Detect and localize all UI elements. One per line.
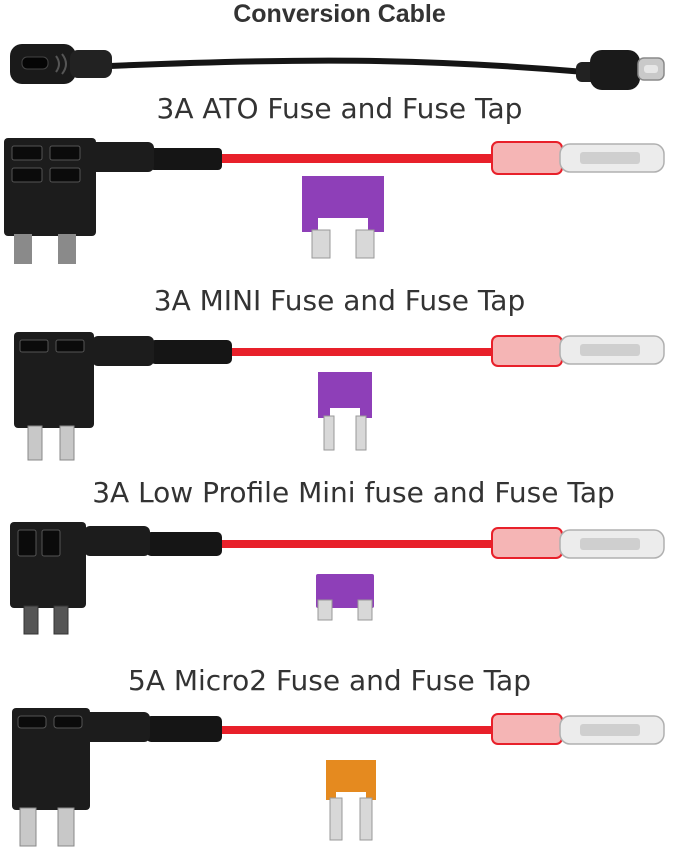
conversion-cable-image (10, 44, 665, 90)
conversion-cable-title: Conversion Cable (233, 0, 446, 28)
mini-fuse-tap-image (14, 332, 665, 461)
low-profile-fuse-tap-image (10, 522, 665, 635)
micro2-fuse-title: 5A Micro2 Fuse and Fuse Tap (128, 664, 531, 697)
ato-fuse (302, 176, 384, 232)
mini-fuse (318, 372, 372, 418)
micro2-fuse-tap-image (12, 708, 665, 847)
mini-fuse-title: 3A MINI Fuse and Fuse Tap (153, 284, 526, 317)
ato-fuse-tap-image (4, 138, 665, 264)
low-profile-fuse-title: 3A Low Profile Mini fuse and Fuse Tap (92, 476, 615, 509)
micro2-fuse (326, 760, 376, 800)
ato-fuse-title: 3A ATO Fuse and Fuse Tap (156, 92, 523, 125)
